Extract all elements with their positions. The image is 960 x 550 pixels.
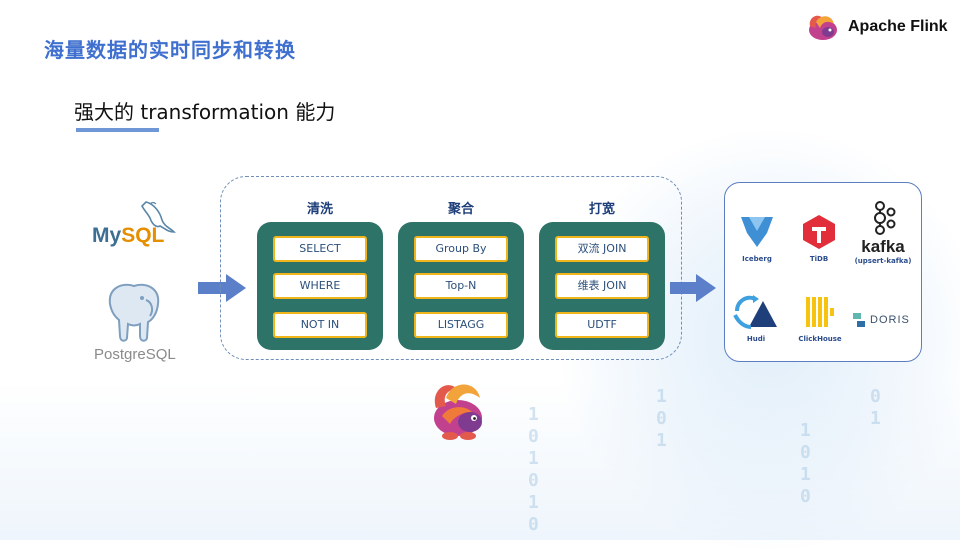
- sink-iceberg: Iceberg: [735, 211, 779, 263]
- panel-aggregate: Group By Top-N LISTAGG: [398, 222, 524, 350]
- iceberg-label: Iceberg: [742, 255, 772, 263]
- subtitle-underline: [76, 128, 159, 132]
- sink-tidb: TiDB: [797, 213, 841, 263]
- brand-name: Apache Flink: [848, 18, 948, 35]
- transformation-container: [220, 176, 682, 360]
- clickhouse-icon: [806, 297, 834, 327]
- op-dim-table-join: 维表 JOIN: [555, 273, 649, 299]
- sink-hudi: Hudi: [731, 291, 781, 343]
- arrow-right-icon: [670, 274, 716, 302]
- panel-clean: SELECT WHERE NOT IN: [257, 222, 383, 350]
- kafka-label: kafka: [861, 237, 905, 256]
- op-dual-stream-join: 双流 JOIN: [555, 236, 649, 262]
- kafka-sub-label: (upsert-kafka): [854, 257, 912, 265]
- clickhouse-label: ClickHouse: [798, 335, 842, 343]
- background-gradient: [0, 380, 960, 540]
- postgresql-logo: PostgreSQL: [94, 280, 176, 363]
- op-not-in: NOT IN: [273, 312, 367, 338]
- column-title-clean: 清洗: [306, 202, 333, 217]
- postgresql-text: PostgreSQL: [94, 346, 176, 363]
- mysql-sql-text: SQL: [121, 224, 165, 247]
- squirrel-logo-icon: [434, 384, 482, 440]
- squirrel-logo-icon: [809, 15, 837, 40]
- panel-widen: 双流 JOIN 维表 JOIN UDTF: [539, 222, 665, 350]
- op-listagg: LISTAGG: [414, 312, 508, 338]
- hudi-icon: [733, 295, 777, 329]
- kafka-icon: [874, 201, 896, 235]
- op-udtf: UDTF: [555, 312, 649, 338]
- section-subtitle: 强大的 transformation 能力: [74, 100, 336, 124]
- iceberg-icon: [741, 217, 773, 247]
- op-where: WHERE: [273, 273, 367, 299]
- sink-doris: DORIS: [851, 311, 911, 329]
- column-title-aggregate: 聚合: [447, 202, 474, 217]
- sink-kafka: kafka (upsert-kafka): [847, 201, 919, 265]
- brand: Apache Flink: [806, 12, 948, 42]
- hudi-label: Hudi: [746, 335, 766, 343]
- slide-title: 海量数据的实时同步和转换: [44, 38, 296, 62]
- mysql-dolphin-icon: [141, 201, 176, 233]
- column-title-widen: 打宽: [588, 202, 615, 217]
- arrow-right-icon: [198, 274, 246, 302]
- doris-icon: [853, 313, 865, 327]
- op-top-n: Top-N: [414, 273, 508, 299]
- doris-label: DORIS: [870, 314, 910, 326]
- sink-clickhouse: ClickHouse: [795, 295, 845, 343]
- op-select: SELECT: [273, 236, 367, 262]
- tidb-icon: [803, 215, 835, 249]
- postgresql-elephant-icon: [108, 283, 160, 342]
- sink-container: Iceberg TiDB kafka (upsert-kafka) Hudi: [724, 182, 922, 362]
- tidb-label: TiDB: [809, 255, 829, 263]
- mysql-my-text: My: [92, 224, 122, 247]
- op-group-by: Group By: [414, 236, 508, 262]
